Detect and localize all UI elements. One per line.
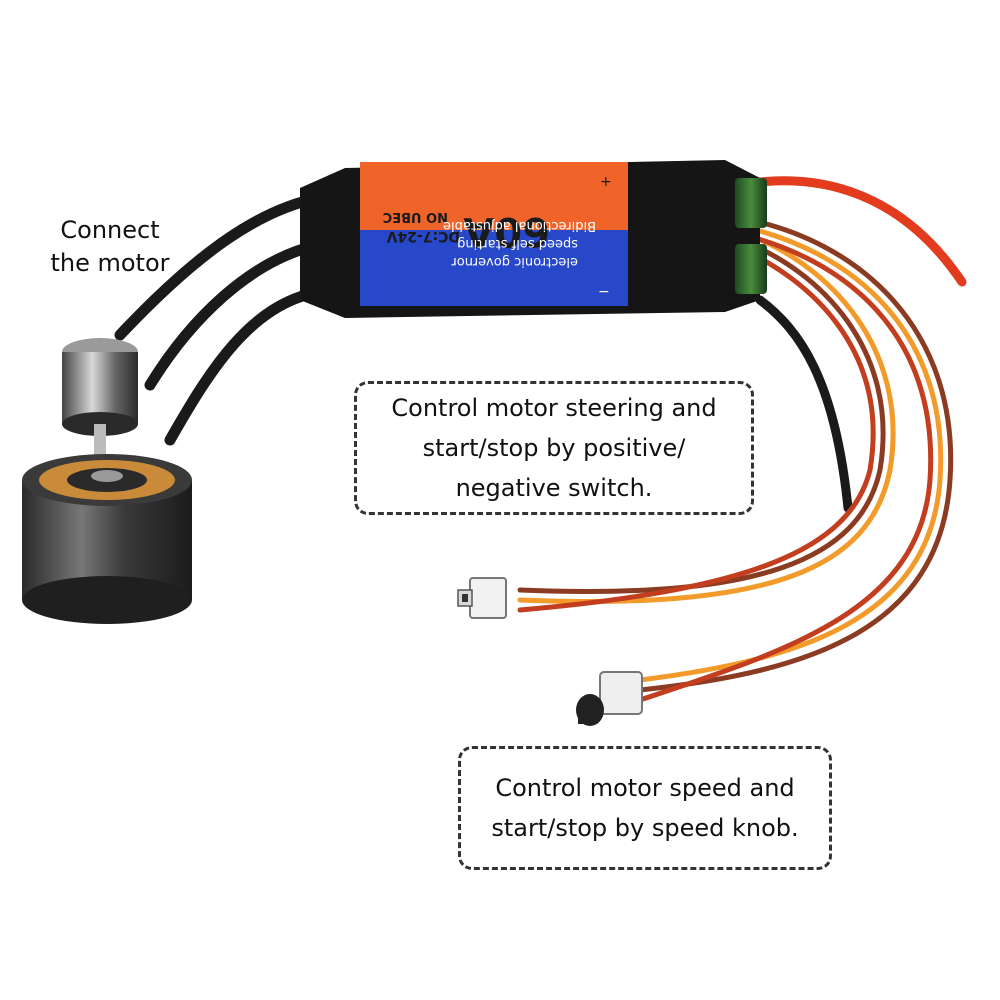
connect-motor-line-2: the motor [50, 249, 170, 277]
connect-motor-line-1: Connect [60, 216, 160, 244]
esc-voltage: DC:7-24V [386, 228, 460, 244]
speed-callout-line-1: Control motor speed and [495, 774, 795, 802]
esc-line-1: electronic governor [451, 254, 578, 269]
steering-callout-line-2: start/stop by positive/ [422, 434, 686, 462]
steering-callout-line-3: negative switch. [455, 474, 653, 502]
esc-line-2: speed self starting [457, 236, 578, 251]
steering-callout: Control motor steering and start/stop by… [354, 381, 754, 515]
connect-motor-label: Connect the motor [40, 214, 180, 280]
switch-wires [517, 229, 896, 613]
esc-bec: NO UBEC [383, 209, 448, 224]
esc-line-3: Bidirectional adjustable [443, 218, 596, 233]
motor-wires [114, 192, 324, 446]
capacitors [735, 178, 767, 294]
esc-label-orange [360, 162, 628, 230]
power-wire-black [755, 295, 853, 513]
small-motor [62, 338, 138, 464]
speed-callout-line-2: start/stop by speed knob. [491, 814, 799, 842]
esc-label-blue [360, 230, 628, 306]
toggle-switch [457, 577, 507, 619]
large-motor [22, 454, 192, 624]
esc-controller: 60A DC:7-24V NO UBEC electronic governor… [300, 160, 767, 318]
steering-callout-line-1: Control motor steering and [391, 394, 717, 422]
power-wire-red [755, 176, 967, 287]
speed-callout: Control motor speed and start/stop by sp… [458, 746, 832, 870]
knob-wires [637, 215, 954, 703]
speed-knob [576, 671, 643, 726]
esc-rating: 60A [463, 208, 550, 254]
esc-plus-mark: + [600, 174, 612, 190]
esc-minus-mark: − [598, 284, 610, 300]
